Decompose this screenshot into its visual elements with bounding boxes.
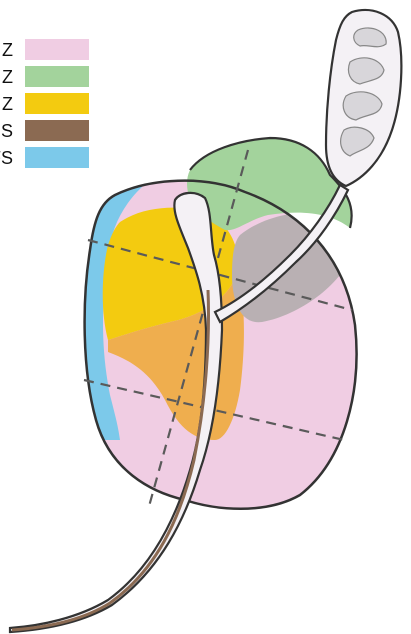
prostate-zone-diagram bbox=[0, 0, 411, 634]
